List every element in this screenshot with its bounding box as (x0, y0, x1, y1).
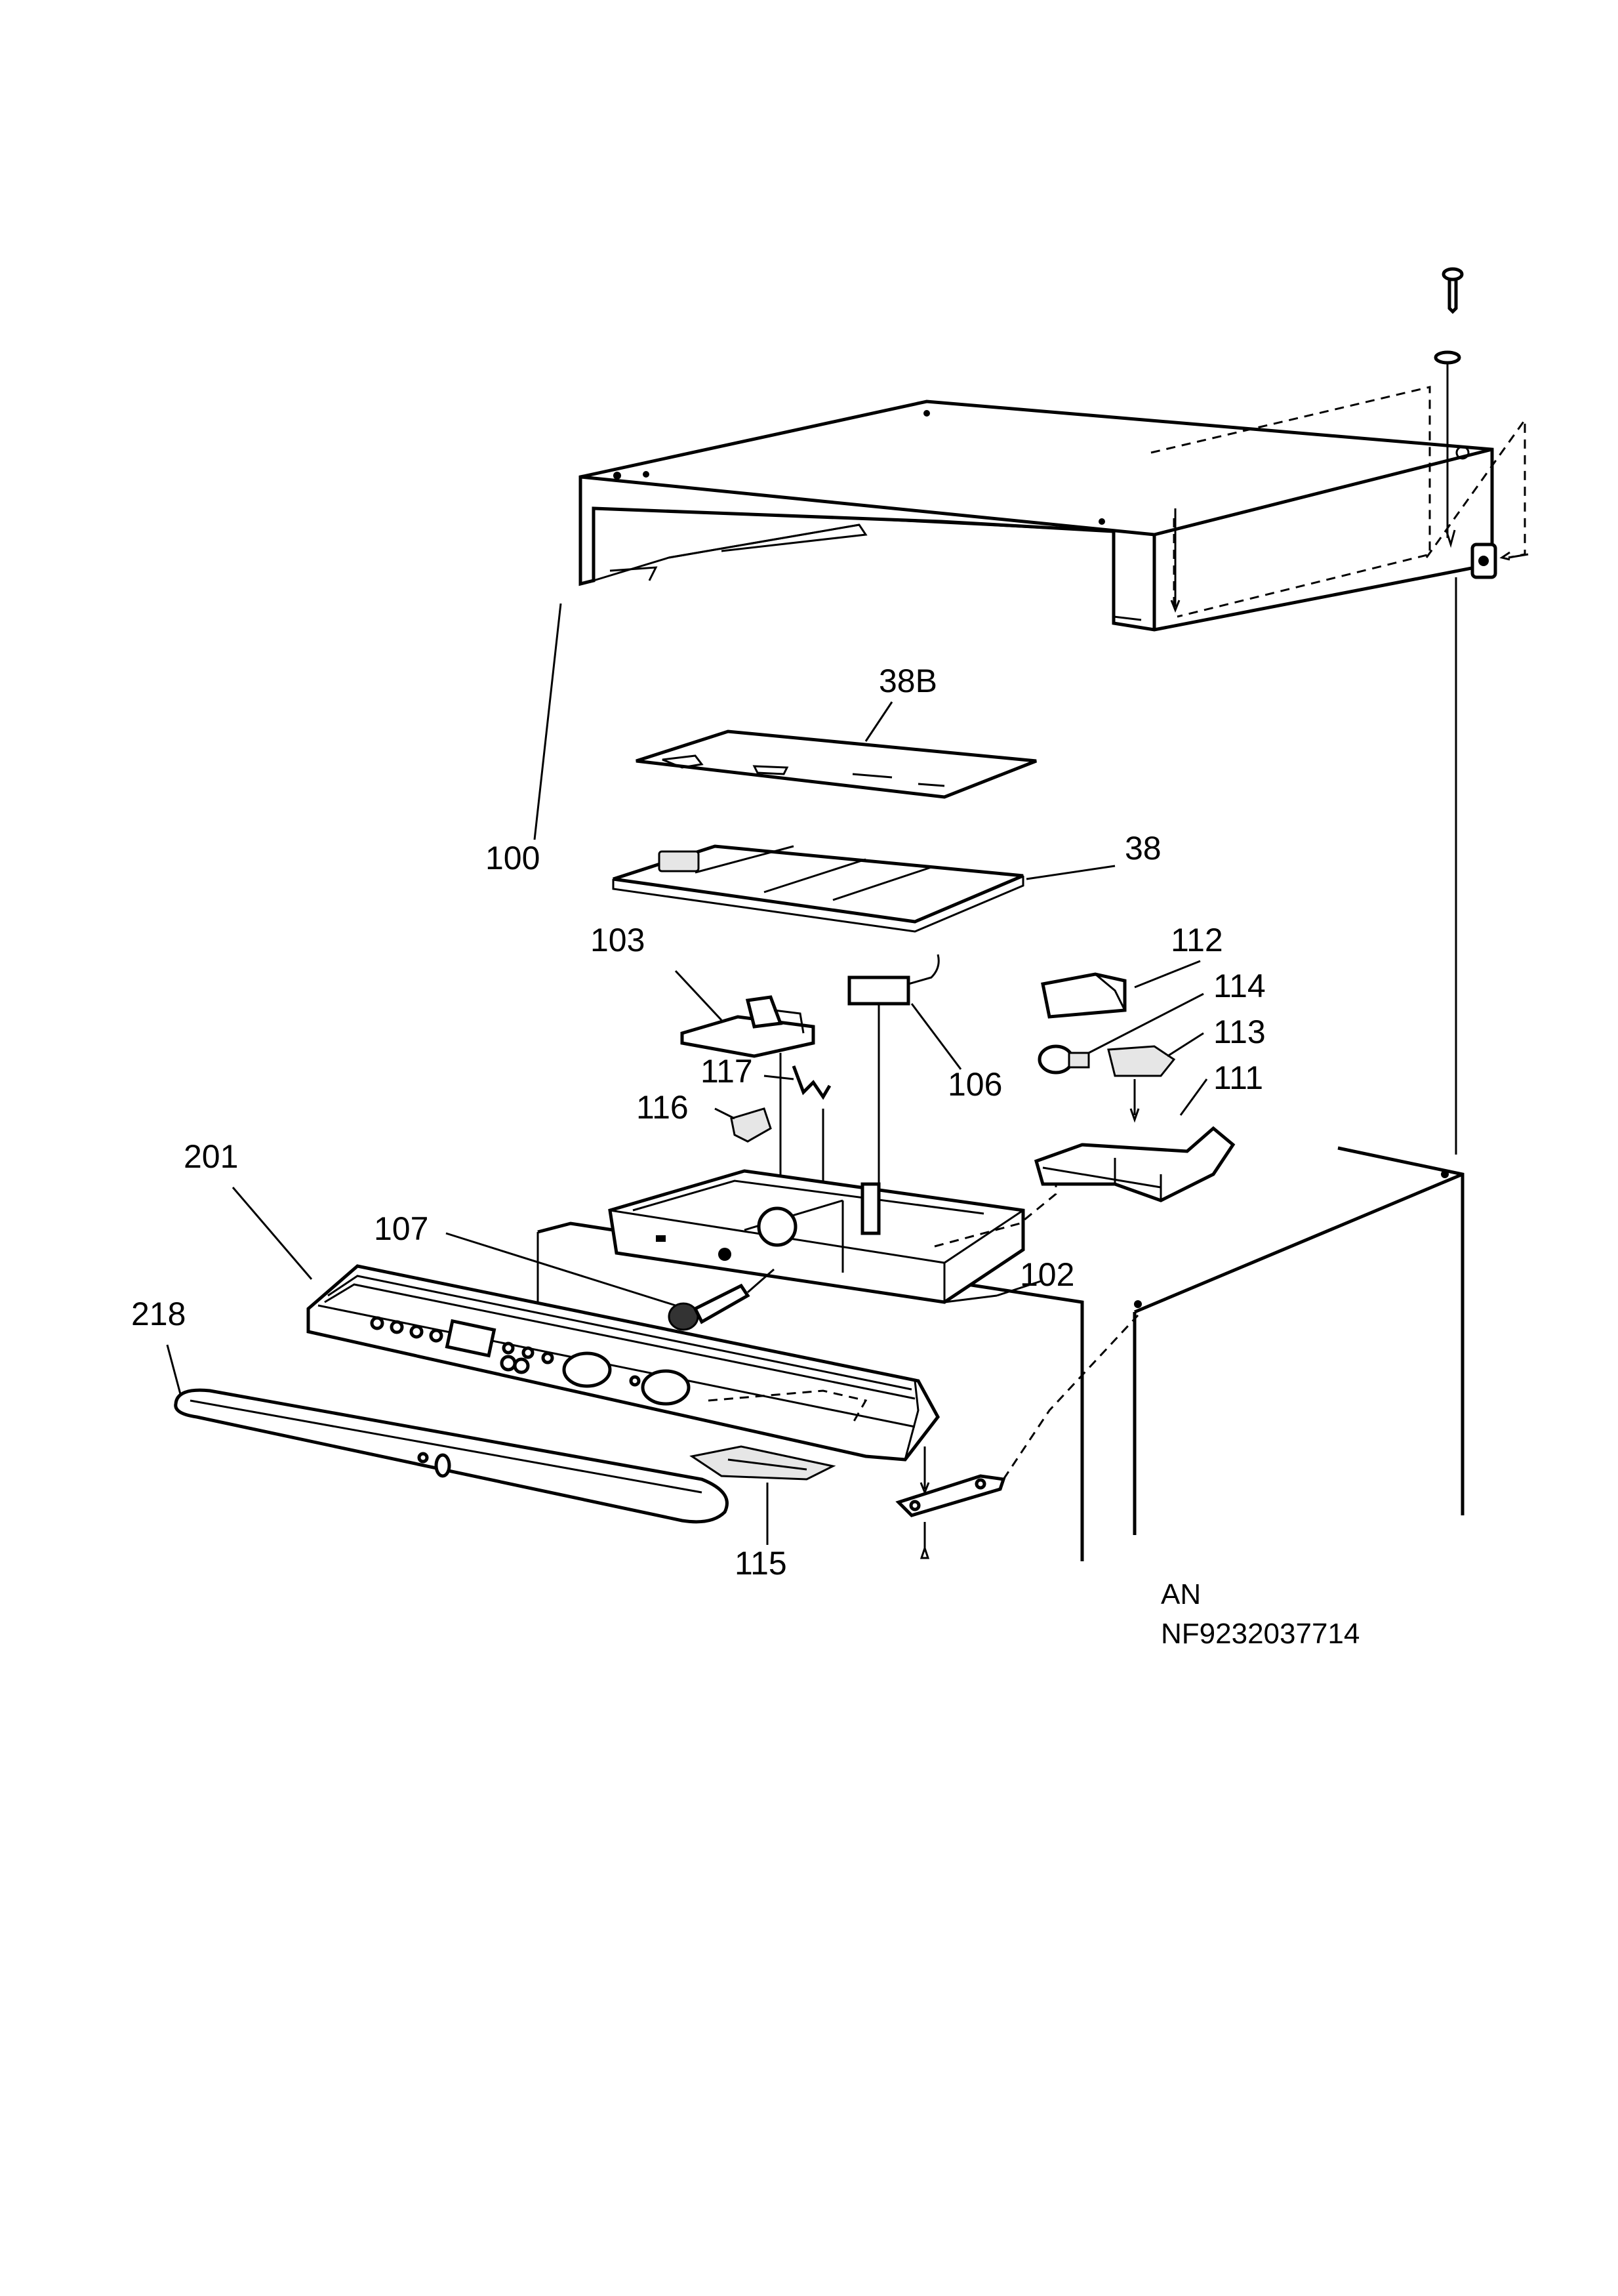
bracket-part-103 (680, 995, 815, 1225)
lamp-cover-part-112 (1041, 972, 1127, 1019)
label-100: 100 (485, 840, 540, 876)
switch-part-116 (730, 1107, 772, 1143)
label-115: 115 (735, 1545, 787, 1582)
label-106: 106 (948, 1066, 1002, 1103)
control-panel-part-201 (306, 1264, 940, 1462)
hinge-plate (895, 1314, 1139, 1559)
switch-cover-part-115 (689, 1445, 836, 1481)
top-frame-part-100 (578, 267, 1529, 1155)
bulb-part-114 (1038, 1044, 1090, 1075)
lamp-socket-part-113 (1107, 1045, 1176, 1123)
label-103: 103 (590, 922, 645, 958)
leader-lines (166, 603, 1208, 1545)
cover-panel-part-38 (612, 844, 1024, 933)
label-114: 114 (1213, 968, 1266, 1004)
label-113: 113 (1213, 1014, 1266, 1050)
lamp-holder-part-111 (1034, 1126, 1236, 1202)
label-201: 201 (184, 1138, 238, 1175)
diagram-footer: AN NF9232037714 (1161, 1578, 1360, 1650)
control-housing-part-102 (608, 1164, 1057, 1304)
label-38b: 38B (879, 663, 937, 699)
knob-part-107 (668, 1268, 775, 1331)
part-labels: 100 38B 38 103 112 114 113 111 117 116 1… (131, 663, 1266, 1582)
label-117: 117 (700, 1053, 753, 1090)
label-116: 116 (636, 1089, 689, 1126)
label-112: 112 (1171, 922, 1223, 958)
cover-panel-part-38b (636, 729, 1037, 799)
label-111: 111 (1213, 1059, 1263, 1096)
trim-strip-part-218 (174, 1388, 729, 1524)
label-107: 107 (374, 1210, 428, 1247)
footer-line-2: NF9232037714 (1161, 1618, 1360, 1650)
label-38: 38 (1125, 830, 1162, 867)
label-218: 218 (131, 1296, 186, 1332)
label-102: 102 (1020, 1256, 1074, 1293)
footer-line-1: AN (1161, 1578, 1201, 1610)
sensor-part-106 (847, 954, 940, 1225)
